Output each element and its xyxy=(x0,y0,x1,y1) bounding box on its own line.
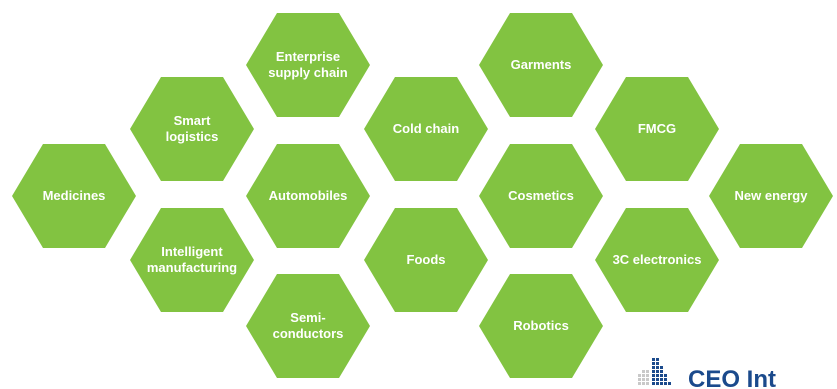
hex-label: Foods xyxy=(406,252,446,267)
hex-fmcg: FMCG xyxy=(589,71,725,187)
hex-smart-logistics: Smart logistics xyxy=(124,71,260,187)
hex-label: Smart logistics xyxy=(165,113,219,144)
hex-label: Robotics xyxy=(513,318,569,333)
hex-label: Cold chain xyxy=(392,121,460,136)
hex-enterprise-supply-chain: Enterprise supply chain xyxy=(240,7,376,123)
hex-new-energy: New energy xyxy=(703,138,837,254)
hex-label: Medicines xyxy=(42,188,106,203)
hex-label: Cosmetics xyxy=(508,188,574,203)
hex-label: FMCG xyxy=(637,121,677,136)
logo-mark-icon xyxy=(638,358,671,385)
hex-robotics: Robotics xyxy=(473,268,609,384)
hex-label: 3C electronics xyxy=(612,252,702,267)
hex-automobiles: Automobiles xyxy=(240,138,376,254)
hex-3c-electronics: 3C electronics xyxy=(589,202,725,318)
hex-medicines: Medicines xyxy=(6,138,142,254)
company-logo: CEO Int xyxy=(638,352,837,389)
hex-label: Intelligent manufacturing xyxy=(146,244,238,275)
hex-label: Garments xyxy=(510,57,572,72)
logo-text: CEO Int xyxy=(688,366,776,389)
hex-foods: Foods xyxy=(358,202,494,318)
hex-cold-chain: Cold chain xyxy=(358,71,494,187)
hex-label: New energy xyxy=(734,188,808,203)
hex-garments: Garments xyxy=(473,7,609,123)
hex-label: Enterprise supply chain xyxy=(268,49,348,80)
hex-cosmetics: Cosmetics xyxy=(473,138,609,254)
hex-label: Semi- conductors xyxy=(272,310,344,341)
hex-label: Automobiles xyxy=(268,188,348,203)
hex-intelligent-manufacturing: Intelligent manufacturing xyxy=(124,202,260,318)
hex-semiconductors: Semi- conductors xyxy=(240,268,376,384)
